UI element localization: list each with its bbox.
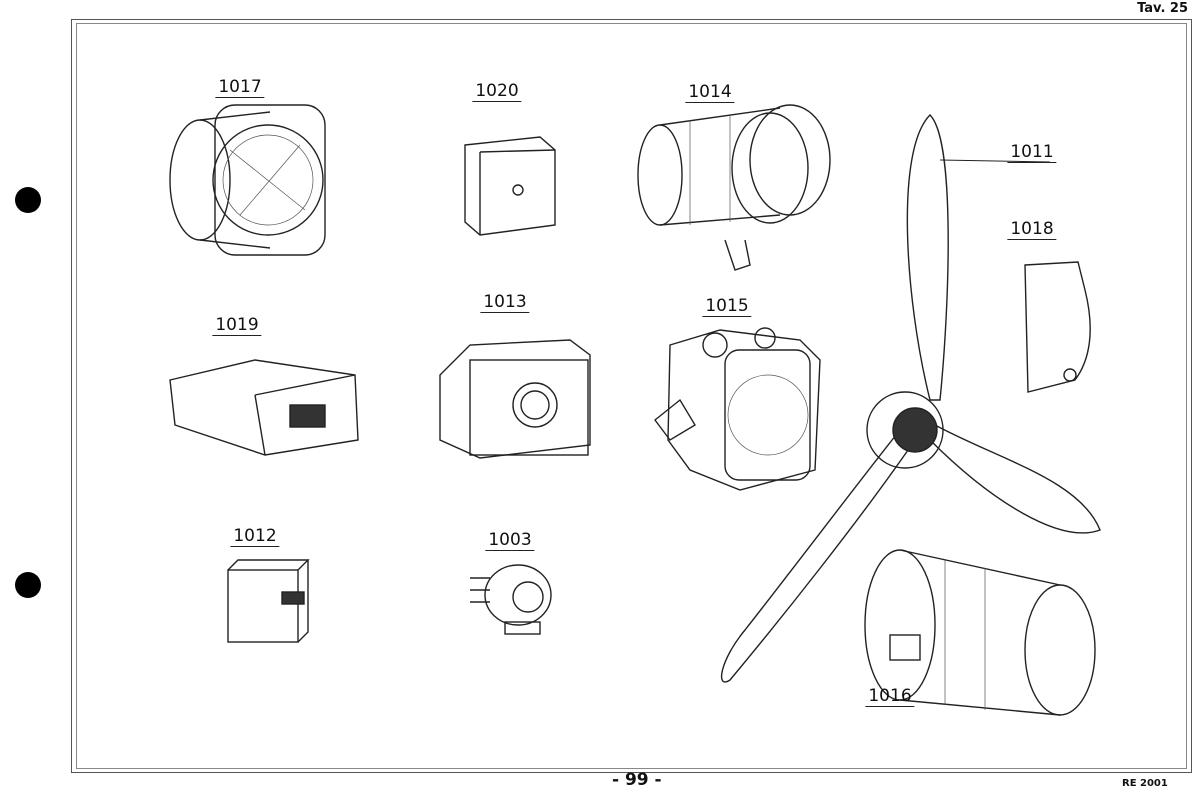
switch-box-1019-drawing (169, 359, 359, 456)
label-1011: 1011 (1007, 143, 1057, 163)
label-1017: 1017 (215, 78, 265, 98)
junction-box-1020-drawing (464, 136, 556, 236)
switch-1012-drawing (227, 559, 310, 643)
motor-1014-drawing (637, 104, 831, 271)
label-1020: 1020 (472, 82, 522, 102)
punch-hole-bottom (15, 572, 41, 598)
page-number: - 99 - (612, 770, 662, 790)
document-code: RE 2001 (1122, 778, 1168, 789)
plate-1018-drawing (1024, 261, 1091, 393)
label-1015: 1015 (702, 297, 752, 317)
label-1013: 1013 (480, 293, 530, 313)
label-1018: 1018 (1007, 220, 1057, 240)
plate-number: Tav. 25 (1137, 1, 1188, 16)
instrument-1017-drawing (169, 104, 326, 256)
page-frame (71, 19, 1192, 773)
propeller-1011-drawing (720, 114, 1101, 683)
punch-hole-top (15, 187, 41, 213)
potentiometer-1003-drawing (470, 564, 552, 635)
page-frame-inner (76, 23, 1187, 769)
label-1012: 1012 (230, 527, 280, 547)
motor-1016-drawing (864, 549, 1096, 716)
relay-box-1013-drawing (439, 339, 591, 459)
label-1003: 1003 (485, 531, 535, 551)
label-1019: 1019 (212, 316, 262, 336)
gearbox-1015-drawing (654, 327, 821, 491)
label-1016: 1016 (865, 687, 915, 707)
label-1014: 1014 (685, 83, 735, 103)
